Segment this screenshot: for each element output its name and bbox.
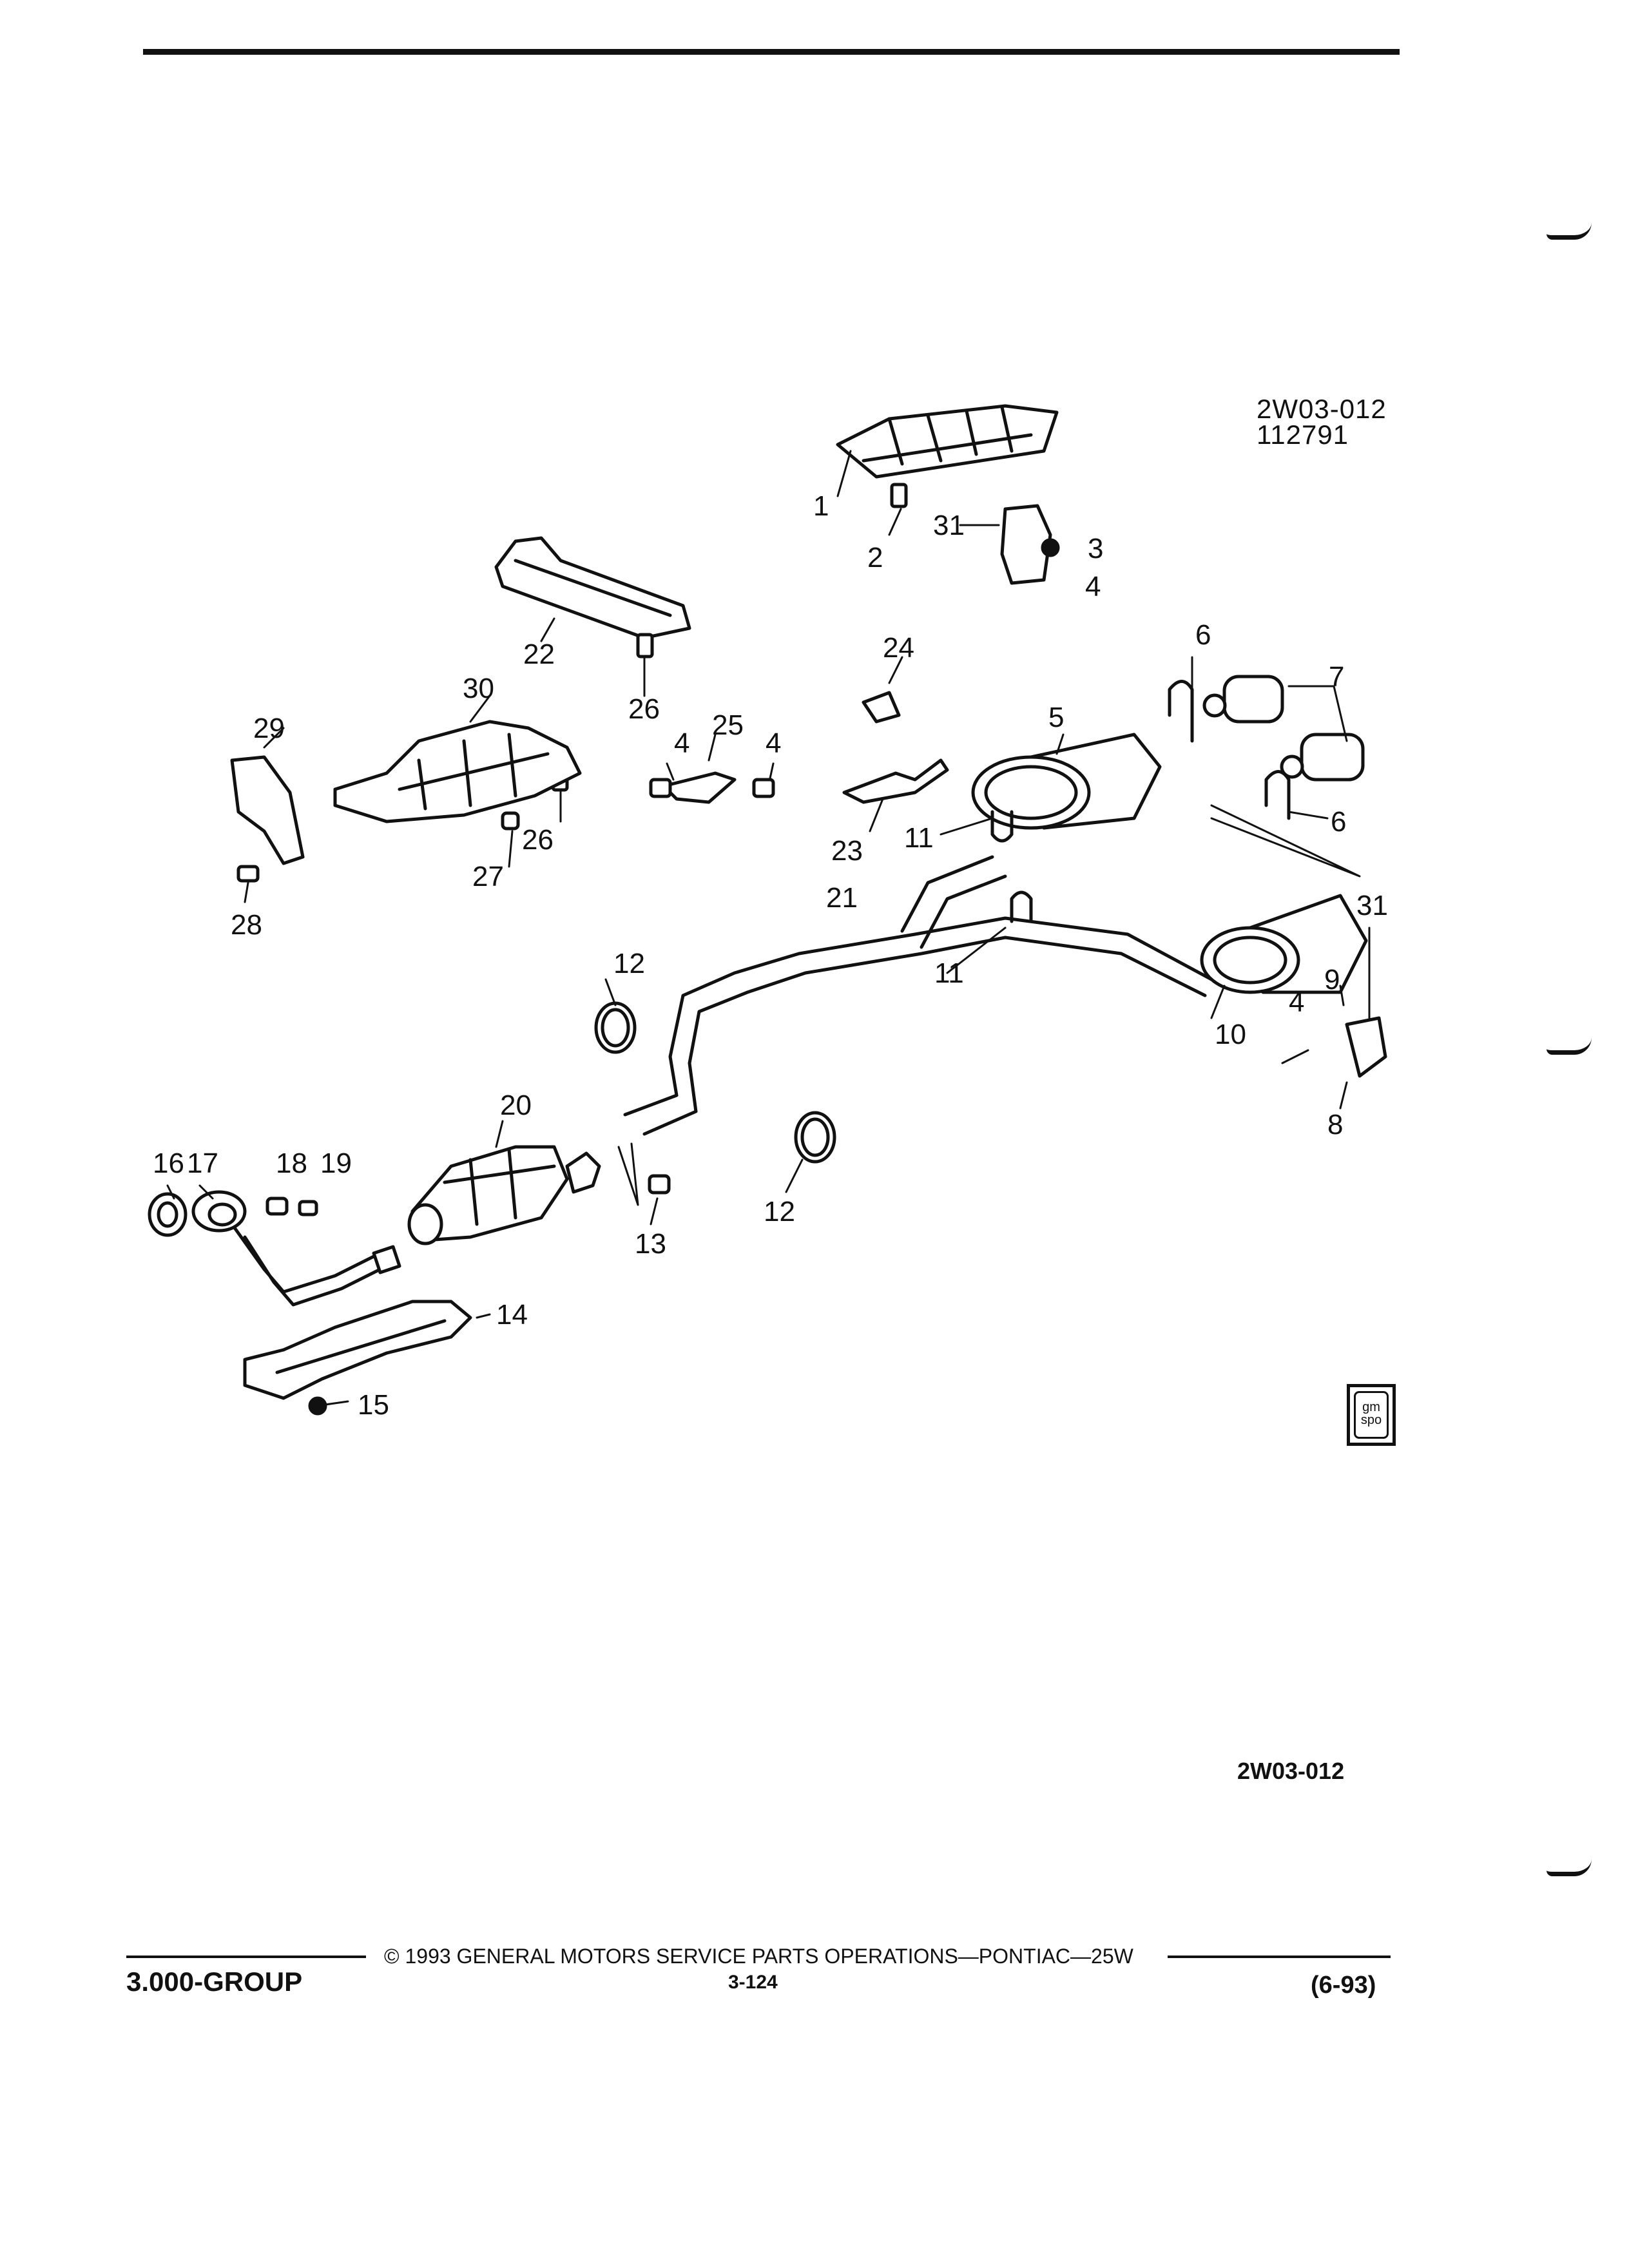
- bolt-26a: [636, 633, 654, 658]
- callout-21: 21: [826, 882, 858, 914]
- callout-28: 28: [231, 909, 262, 941]
- callout-6a: 6: [1195, 619, 1211, 651]
- footer-rule-left: [126, 1956, 366, 1958]
- callout-11b: 11: [934, 957, 964, 989]
- callout-12a: 12: [613, 948, 645, 979]
- callout-16: 16: [153, 1148, 184, 1179]
- bracket-8: [1345, 1016, 1387, 1078]
- figure-code-bottom: 2W03-012: [1237, 1758, 1345, 1784]
- hanger-25: [649, 771, 775, 804]
- footer-copyright: © 1993 GENERAL MOTORS SERVICE PARTS OPER…: [384, 1945, 1133, 1968]
- callout-20: 20: [500, 1090, 532, 1121]
- callout-29: 29: [253, 713, 285, 744]
- callout-27: 27: [472, 861, 504, 892]
- gasket-12a: [594, 1001, 637, 1054]
- callout-31b: 31: [1356, 890, 1388, 921]
- gasket-12b: [794, 1111, 836, 1164]
- footer-page-number: 3-124: [728, 1972, 778, 1993]
- gasket-16: [148, 1192, 188, 1237]
- callout-24: 24: [883, 632, 914, 664]
- rubber-hanger-7b: [1280, 733, 1365, 782]
- callout-11a: 11: [904, 822, 934, 854]
- logo-text-gm: gm: [1362, 1400, 1380, 1414]
- callout-10: 10: [1215, 1019, 1246, 1050]
- top-rule: [143, 49, 1400, 55]
- front-pipe-17: [230, 1222, 401, 1307]
- clamp-11a: [990, 810, 1014, 843]
- callout-9: 9: [1324, 964, 1340, 995]
- callout-7: 7: [1329, 661, 1344, 693]
- callout-23: 23: [831, 835, 863, 867]
- callout-2: 2: [867, 542, 883, 573]
- edge-mark-1: [1547, 222, 1592, 240]
- edge-mark-2: [1547, 1037, 1592, 1055]
- callout-17: 17: [187, 1148, 218, 1179]
- gm-spo-logo: gm spo: [1347, 1384, 1396, 1446]
- edge-mark-3: [1547, 1859, 1592, 1876]
- logo-text-spo: spo: [1360, 1413, 1382, 1427]
- callout-22: 22: [523, 639, 555, 670]
- bolt-28: [236, 865, 260, 883]
- callout-18: 18: [276, 1148, 307, 1179]
- nut-18: [265, 1196, 289, 1216]
- bracket-upper: [1000, 504, 1060, 585]
- callout-5: 5: [1048, 702, 1064, 733]
- callout-labels: 1 2 3 4 31 22 26 30 29 26 27 28 4 25 4 2…: [153, 490, 1388, 1421]
- catalytic-converter-20: [407, 1145, 601, 1245]
- callout-8: 8: [1327, 1109, 1343, 1140]
- callout-19: 19: [320, 1148, 352, 1179]
- figure-date-code: 112791: [1257, 419, 1349, 450]
- callout-4c: 4: [766, 727, 781, 759]
- callout-15: 15: [358, 1389, 389, 1421]
- rubber-hanger-7a: [1202, 675, 1284, 724]
- callout-13: 13: [635, 1228, 666, 1260]
- figure-code: 2W03-012: [1257, 394, 1387, 424]
- u-bolt-6b: [1264, 770, 1291, 820]
- callout-3: 3: [1088, 533, 1103, 564]
- muffler-5: [971, 733, 1162, 830]
- footer-rule-right: [1168, 1956, 1391, 1958]
- callout-4b: 4: [674, 727, 689, 759]
- callout-12b: 12: [764, 1196, 795, 1227]
- intermediate-pipe-21: [623, 855, 1213, 1136]
- callout-1: 1: [813, 490, 829, 522]
- footer-group: 3.000-GROUP: [126, 1966, 303, 1997]
- callout-26a: 26: [628, 693, 660, 725]
- stud-19: [298, 1200, 318, 1216]
- heat-shield-14: [243, 1300, 472, 1400]
- bracket-23: [842, 758, 949, 804]
- bracket-29: [230, 755, 305, 865]
- footer-date: (6-93): [1311, 1972, 1376, 1999]
- heat-shield-30: [333, 720, 582, 823]
- muffler-10: [1200, 894, 1368, 994]
- callout-14: 14: [496, 1299, 528, 1331]
- bracket-24: [862, 691, 901, 724]
- callout-4d: 4: [1289, 986, 1304, 1018]
- clamp-11b: [1010, 890, 1033, 923]
- bolt-13: [648, 1174, 671, 1195]
- nut-27: [501, 811, 520, 831]
- nut-15: [308, 1396, 327, 1416]
- heat-shield-upper: [836, 404, 1059, 479]
- callout-4a: 4: [1085, 571, 1101, 602]
- figure-code-top: 2W03-012 112791: [1257, 396, 1387, 448]
- callout-25: 25: [712, 709, 744, 741]
- callout-26b: 26: [522, 824, 554, 856]
- leader-lines: [166, 450, 1371, 1406]
- callout-31a: 31: [933, 510, 965, 541]
- heat-shield-22: [494, 536, 691, 640]
- callout-30: 30: [463, 673, 494, 704]
- nut-2: [890, 483, 908, 508]
- flange-17: [191, 1190, 247, 1233]
- callout-6b: 6: [1331, 806, 1346, 838]
- u-bolt-6a: [1168, 680, 1194, 743]
